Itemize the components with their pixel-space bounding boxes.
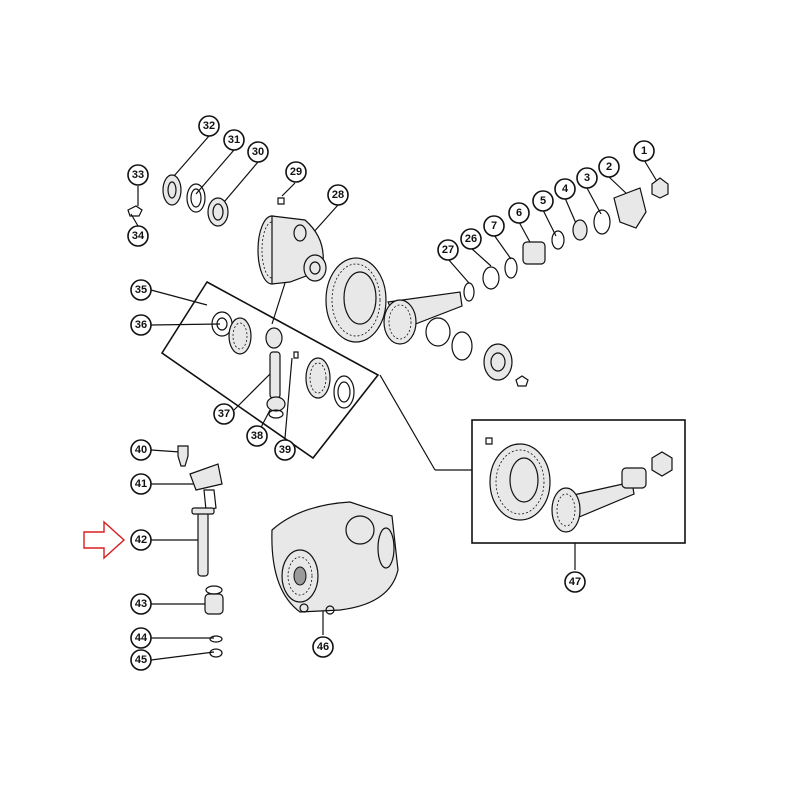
svg-text:46: 46 [317, 641, 329, 653]
callout-29[interactable]: 29 [285, 161, 307, 183]
svg-text:4: 4 [562, 183, 569, 195]
svg-text:35: 35 [135, 284, 147, 296]
svg-text:36: 36 [135, 319, 147, 331]
callout-40[interactable]: 40 [130, 439, 152, 461]
svg-text:47: 47 [569, 576, 581, 588]
gear-set-47 [485, 437, 673, 533]
svg-text:7: 7 [491, 220, 497, 232]
differential-case-28 [257, 215, 327, 285]
differential-case-46 [271, 501, 399, 615]
callout-43[interactable]: 43 [130, 593, 152, 615]
callout-6[interactable]: 6 [508, 202, 530, 224]
bearing-parts-32-31-30 [127, 174, 285, 227]
locker-parts-40-45 [177, 445, 224, 658]
callout-36[interactable]: 36 [130, 314, 152, 336]
callout-33[interactable]: 33 [127, 164, 149, 186]
svg-text:40: 40 [135, 444, 147, 456]
callout-37[interactable]: 37 [213, 403, 235, 425]
callout-42[interactable]: 42 [130, 529, 152, 551]
svg-text:29: 29 [290, 166, 302, 178]
callout-41[interactable]: 41 [130, 473, 152, 495]
side-gear-parts-36-37-38-39 [211, 311, 355, 419]
callout-47[interactable]: 47 [564, 571, 586, 593]
svg-text:5: 5 [540, 195, 546, 207]
callout-26[interactable]: 26 [460, 228, 482, 250]
callout-32[interactable]: 32 [198, 115, 220, 137]
highlight-arrow-icon [83, 520, 126, 560]
ring-gear-and-pinion [325, 177, 669, 387]
svg-text:38: 38 [251, 430, 263, 442]
callout-35[interactable]: 35 [130, 279, 152, 301]
svg-text:2: 2 [606, 161, 612, 173]
svg-text:32: 32 [203, 120, 215, 132]
callout-28[interactable]: 28 [327, 184, 349, 206]
callout-4[interactable]: 4 [554, 178, 576, 200]
callout-30[interactable]: 30 [247, 141, 269, 163]
svg-text:37: 37 [218, 408, 230, 420]
svg-text:3: 3 [584, 172, 590, 184]
svg-text:43: 43 [135, 598, 147, 610]
svg-text:41: 41 [135, 478, 147, 490]
callout-5[interactable]: 5 [532, 190, 554, 212]
svg-text:1: 1 [641, 145, 647, 157]
callout-27[interactable]: 27 [437, 239, 459, 261]
svg-text:45: 45 [135, 654, 147, 666]
svg-text:44: 44 [135, 632, 148, 644]
callout-34[interactable]: 34 [127, 225, 149, 247]
svg-text:28: 28 [332, 189, 344, 201]
callout-3[interactable]: 3 [576, 167, 598, 189]
callout-44[interactable]: 44 [130, 627, 152, 649]
callout-38[interactable]: 38 [246, 425, 268, 447]
callout-1[interactable]: 1 [633, 140, 655, 162]
svg-text:31: 31 [228, 134, 240, 146]
svg-text:42: 42 [135, 534, 147, 546]
svg-text:30: 30 [252, 146, 264, 158]
svg-text:6: 6 [516, 207, 522, 219]
side-gear-box [160, 280, 380, 460]
callout-46[interactable]: 46 [312, 636, 334, 658]
callout-2[interactable]: 2 [598, 156, 620, 178]
callout-7[interactable]: 7 [483, 215, 505, 237]
gear-set-box [471, 419, 686, 544]
svg-text:34: 34 [132, 230, 145, 242]
svg-text:27: 27 [442, 244, 454, 256]
svg-text:33: 33 [132, 169, 144, 181]
svg-text:26: 26 [465, 233, 477, 245]
callout-45[interactable]: 45 [130, 649, 152, 671]
callout-31[interactable]: 31 [223, 129, 245, 151]
svg-text:39: 39 [279, 444, 291, 456]
callout-39[interactable]: 39 [274, 439, 296, 461]
